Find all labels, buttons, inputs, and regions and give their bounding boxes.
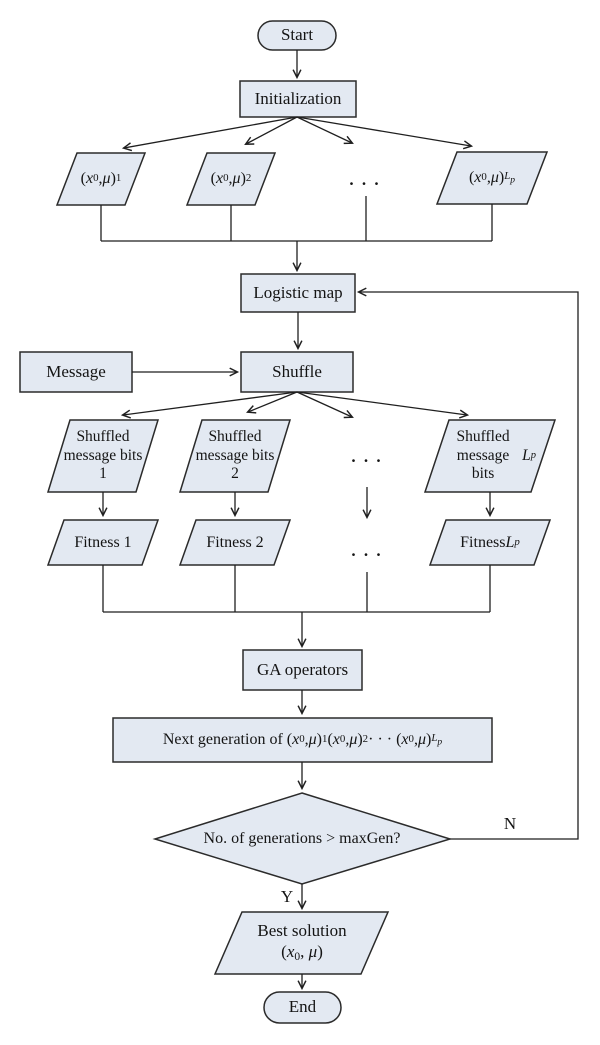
edge-shuffle-bits2: [246, 391, 298, 414]
edge-shuffle-bits1: [120, 391, 298, 419]
initialization-node: [239, 80, 357, 118]
fitness2-node: [178, 519, 292, 566]
fitness1-node: [46, 519, 160, 566]
shuffle-node: [240, 351, 354, 393]
edge-init-pLp: [296, 116, 474, 150]
population1-node: [55, 152, 147, 206]
edge-init-dots: [296, 116, 354, 145]
ga-operators-node: [242, 649, 363, 691]
edge-shuffle-dots: [296, 391, 354, 419]
shuffled-bits1-node: [46, 419, 160, 493]
edge-init-p2: [244, 116, 298, 145]
best-solution-node: [213, 911, 390, 975]
populationLp-node: [435, 151, 549, 205]
message-node: [19, 351, 133, 393]
edge-shuffle-bitsLp: [296, 391, 470, 419]
shuffled-bits2-node: [178, 419, 292, 493]
start-node: [257, 20, 337, 51]
fitnessLp-node: [428, 519, 552, 566]
logistic-map-node: [240, 273, 356, 313]
shuffled-bitsLp-node: [423, 419, 557, 493]
decision-node: [152, 792, 453, 885]
end-node: [263, 991, 342, 1024]
edge-feedback-loop: [356, 287, 579, 840]
edge-init-p1: [121, 116, 298, 152]
population2-node: [185, 152, 277, 206]
next-generation-node: [112, 717, 493, 763]
